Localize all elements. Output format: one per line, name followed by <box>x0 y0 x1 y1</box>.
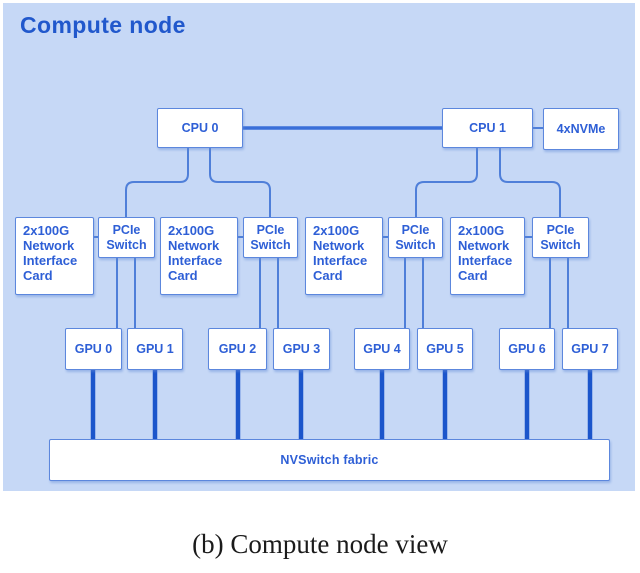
node-gpu-7: GPU 7 <box>562 328 618 370</box>
node-nic-3: 2x100G Network Interface Card <box>450 217 525 295</box>
node-gpu-0: GPU 0 <box>65 328 122 370</box>
figure-caption: (b) Compute node view <box>192 529 448 559</box>
node-cpu-1: CPU 1 <box>442 108 533 148</box>
node-pcie-switch-2: PCIe Switch <box>388 217 443 258</box>
node-gpu-6: GPU 6 <box>499 328 555 370</box>
node-nvswitch-fabric: NVSwitch fabric <box>49 439 610 481</box>
node-nic-2: 2x100G Network Interface Card <box>305 217 383 295</box>
node-gpu-2: GPU 2 <box>208 328 267 370</box>
node-cpu-0: CPU 0 <box>157 108 243 148</box>
link-cpu1-sw2 <box>415 148 478 217</box>
node-pcie-switch-0: PCIe Switch <box>98 217 155 258</box>
node-nic-0: 2x100G Network Interface Card <box>15 217 94 295</box>
diagram-title: Compute node <box>20 12 186 38</box>
node-gpu-1: GPU 1 <box>127 328 183 370</box>
link-cpu0-sw1 <box>209 148 271 217</box>
link-cpu0-sw0 <box>125 148 189 217</box>
node-nvme: 4xNVMe <box>543 108 619 150</box>
link-cpu1-sw3 <box>499 148 561 217</box>
node-gpu-3: GPU 3 <box>273 328 330 370</box>
node-nic-1: 2x100G Network Interface Card <box>160 217 238 295</box>
node-pcie-switch-3: PCIe Switch <box>532 217 589 258</box>
node-pcie-switch-1: PCIe Switch <box>243 217 298 258</box>
node-gpu-4: GPU 4 <box>354 328 410 370</box>
node-gpu-5: GPU 5 <box>417 328 473 370</box>
